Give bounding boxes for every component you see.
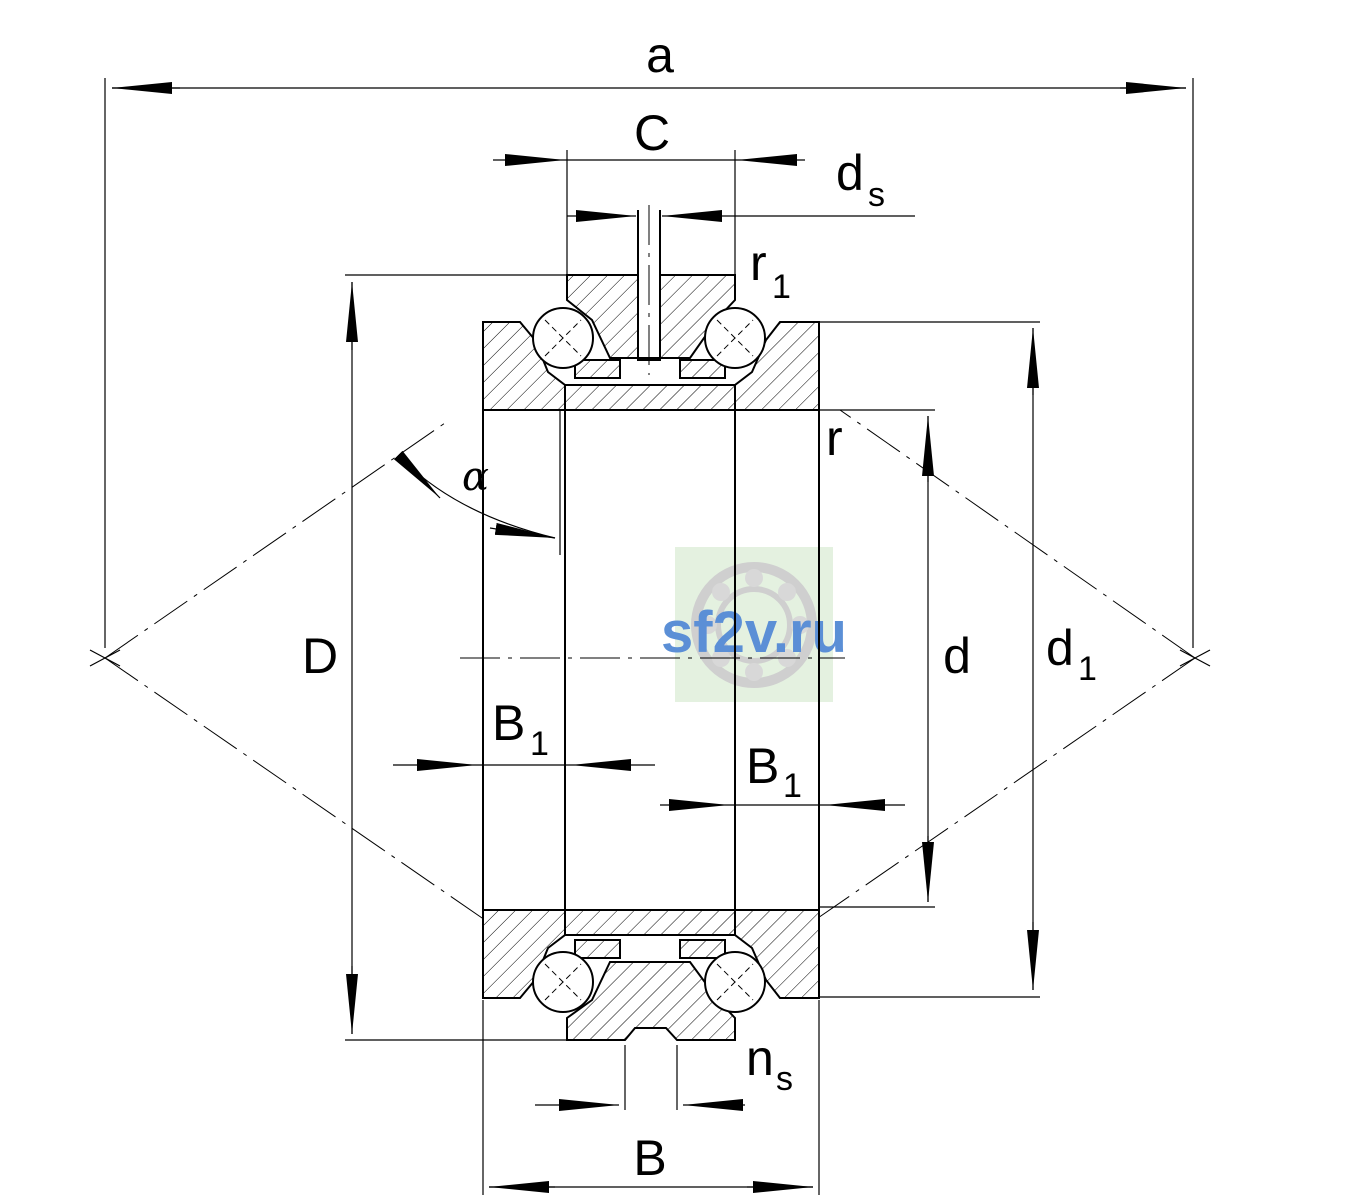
top-right-cage <box>679 359 726 379</box>
label-d1-subscript: 1 <box>1078 650 1097 688</box>
label-C: C <box>634 105 670 161</box>
label-D: D <box>302 628 338 684</box>
dimension-lines <box>112 82 1186 1193</box>
bottom-left-cage <box>574 939 621 959</box>
label-d1: d <box>1046 620 1074 676</box>
top-right-shaft-washer <box>734 321 820 411</box>
bottom-inner-sleeve <box>564 909 736 936</box>
label-ns-subscript: s <box>776 1060 793 1098</box>
label-d: d <box>943 628 971 684</box>
label-B: B <box>633 1130 666 1186</box>
label-B1-left: B <box>492 695 525 751</box>
label-ds-subscript: s <box>868 176 885 214</box>
watermark-text: sf2v.ru <box>661 600 847 665</box>
center-lines <box>89 409 1211 921</box>
label-B1-right: B <box>746 738 779 794</box>
top-left-shaft-washer <box>482 321 566 411</box>
top-housing-washer <box>566 274 736 361</box>
label-ns: n <box>746 1030 774 1086</box>
bearing-section <box>482 205 820 1041</box>
extension-lines <box>104 78 1194 1195</box>
dimension-labels: a C d s r 1 r α D d d 1 B 1 B 1 n s B <box>302 27 1097 1186</box>
label-B1-left-subscript: 1 <box>530 725 549 763</box>
bottom-housing-washer <box>566 961 736 1041</box>
label-r1: r <box>750 235 767 291</box>
label-ds: d <box>836 145 864 201</box>
label-a: a <box>646 27 674 83</box>
top-inner-sleeve <box>564 384 736 411</box>
label-r: r <box>826 410 843 466</box>
label-B1-right-subscript: 1 <box>783 767 802 805</box>
label-alpha: α <box>462 454 489 500</box>
label-r1-subscript: 1 <box>772 268 791 306</box>
top-left-cage <box>574 359 621 379</box>
bottom-right-cage <box>679 939 726 959</box>
watermark: sf2v.ru <box>661 547 847 702</box>
